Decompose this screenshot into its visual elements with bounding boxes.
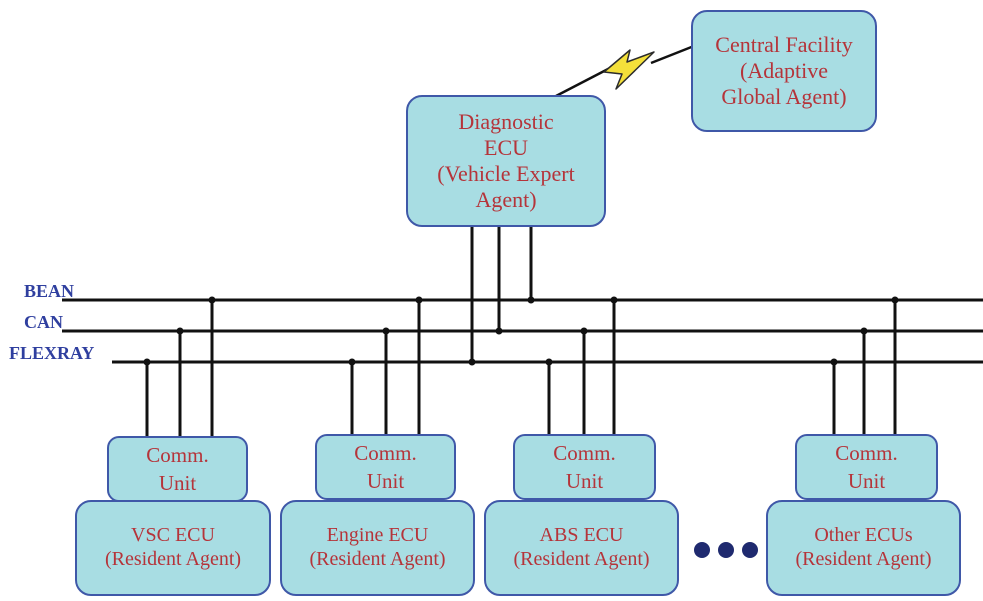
other-ecus-box: Other ECUs (Resident Agent) [766, 500, 961, 596]
comm-unit-line2: Unit [565, 469, 604, 493]
central-facility-box: Central Facility (Adaptive Global Agent) [691, 10, 877, 132]
diagnostic-ecu-line2: ECU [484, 135, 528, 161]
comm-unit-engine: Comm. Unit [315, 434, 456, 500]
central-facility-line2: (Adaptive [740, 58, 828, 84]
junction-dot [382, 327, 390, 335]
comm-unit-other: Comm. Unit [795, 434, 938, 500]
comm-unit-line1: Comm. [835, 440, 898, 465]
junction-dot [860, 327, 868, 335]
ecu-name: Engine ECU [326, 524, 429, 547]
abs-ecu-box: ABS ECU (Resident Agent) [484, 500, 679, 596]
comm-unit-line2: Unit [366, 469, 405, 493]
can-bus-label: CAN [24, 312, 63, 332]
vsc-ecu-box: VSC ECU (Resident Agent) [75, 500, 271, 596]
ecu-name: Other ECUs [814, 524, 913, 547]
wireless-link-line-left [555, 66, 611, 98]
comm-unit-line1: Comm. [146, 442, 209, 467]
central-facility-line1: Central Facility [715, 32, 853, 58]
ecu-name: ABS ECU [539, 524, 624, 547]
ecu-agent: (Resident Agent) [513, 548, 650, 570]
wireless-link-line-right [650, 44, 695, 65]
diagnostic-ecu-line1: Diagnostic [458, 109, 554, 135]
junction-dot [527, 296, 535, 304]
bean-bus-label: BEAN [24, 281, 75, 301]
junction-dot [580, 327, 588, 335]
junction-dot [348, 358, 356, 366]
junction-dot [143, 358, 151, 366]
dot [742, 542, 758, 558]
junction-dot [891, 296, 899, 304]
comm-unit-line1: Comm. [553, 440, 616, 465]
ecu-agent: (Resident Agent) [795, 548, 932, 570]
comm-unit-line2: Unit [847, 469, 886, 493]
comm-unit-abs: Comm. Unit [513, 434, 656, 500]
junction-dot [208, 296, 216, 304]
flexray-bus-label: FLEXRAY [9, 343, 95, 363]
ellipsis-dots-icon [694, 539, 758, 563]
diagnostic-ecu-box: Diagnostic ECU (Vehicle Expert Agent) [406, 95, 606, 227]
junction-dot [545, 358, 553, 366]
engine-ecu-box: Engine ECU (Resident Agent) [280, 500, 475, 596]
junction-dot [610, 296, 618, 304]
comm-unit-vsc: Comm. Unit [107, 436, 248, 502]
lightning-bolt-icon [603, 49, 655, 90]
junction-dot [415, 296, 423, 304]
junction-dot [830, 358, 838, 366]
dot [718, 542, 734, 558]
junction-dot [468, 358, 476, 366]
central-facility-line3: Global Agent) [721, 83, 847, 109]
comm-unit-line2: Unit [158, 471, 197, 495]
ecu-name: VSC ECU [131, 524, 215, 547]
dot [694, 542, 710, 558]
junction-dot [495, 327, 503, 335]
comm-unit-line1: Comm. [354, 440, 417, 465]
ecu-agent: (Resident Agent) [104, 548, 242, 570]
diagnostic-ecu-line4: Agent) [475, 186, 537, 212]
diagnostic-ecu-line3: (Vehicle Expert [437, 161, 575, 186]
ecu-agent: (Resident Agent) [309, 548, 446, 570]
junction-dot [176, 327, 184, 335]
